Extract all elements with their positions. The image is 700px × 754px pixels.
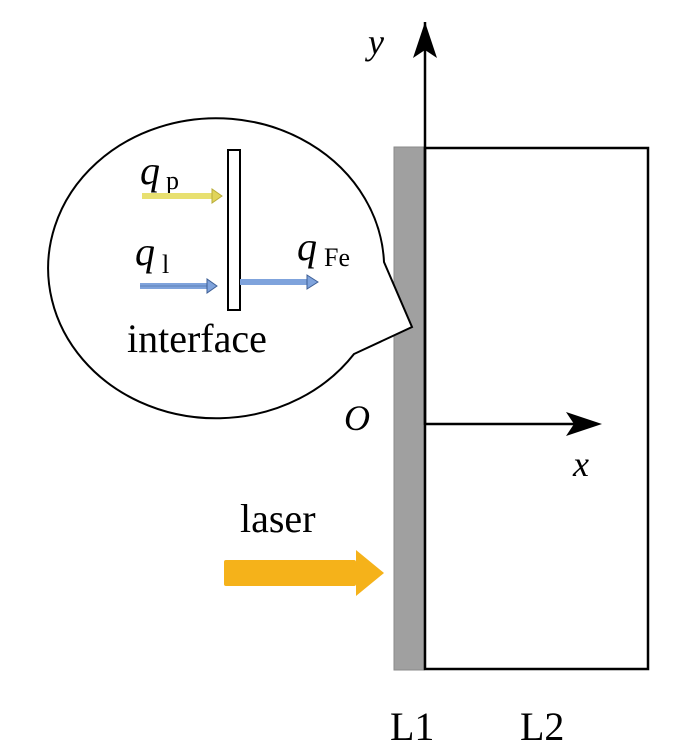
- x-axis-arrowhead: [566, 412, 602, 436]
- q-fe-subscript: Fe: [324, 243, 350, 272]
- y-axis-label: y: [365, 22, 384, 62]
- q-l-label: q: [135, 229, 155, 274]
- q-l-arrow: [140, 278, 218, 294]
- q-p-subscript: p: [166, 166, 179, 195]
- y-axis-arrowhead: [413, 22, 437, 58]
- interface-bar: [227, 149, 241, 311]
- layer-label-l2: L2: [520, 704, 564, 749]
- q-p-arrow: [142, 188, 223, 204]
- laser-label: laser: [240, 496, 316, 541]
- laser-arrow: [224, 550, 384, 596]
- layer-label-l1: L1: [390, 704, 434, 749]
- q-fe-arrow: [240, 274, 319, 290]
- q-p-label: q: [140, 148, 160, 193]
- x-axis-label: x: [572, 444, 589, 484]
- layer-l1: [393, 146, 425, 671]
- q-l-subscript: l: [162, 250, 169, 279]
- interface-label: interface: [127, 316, 267, 361]
- q-fe-label: q: [297, 224, 317, 269]
- origin-label: O: [344, 398, 370, 438]
- layer-l2: [423, 146, 650, 671]
